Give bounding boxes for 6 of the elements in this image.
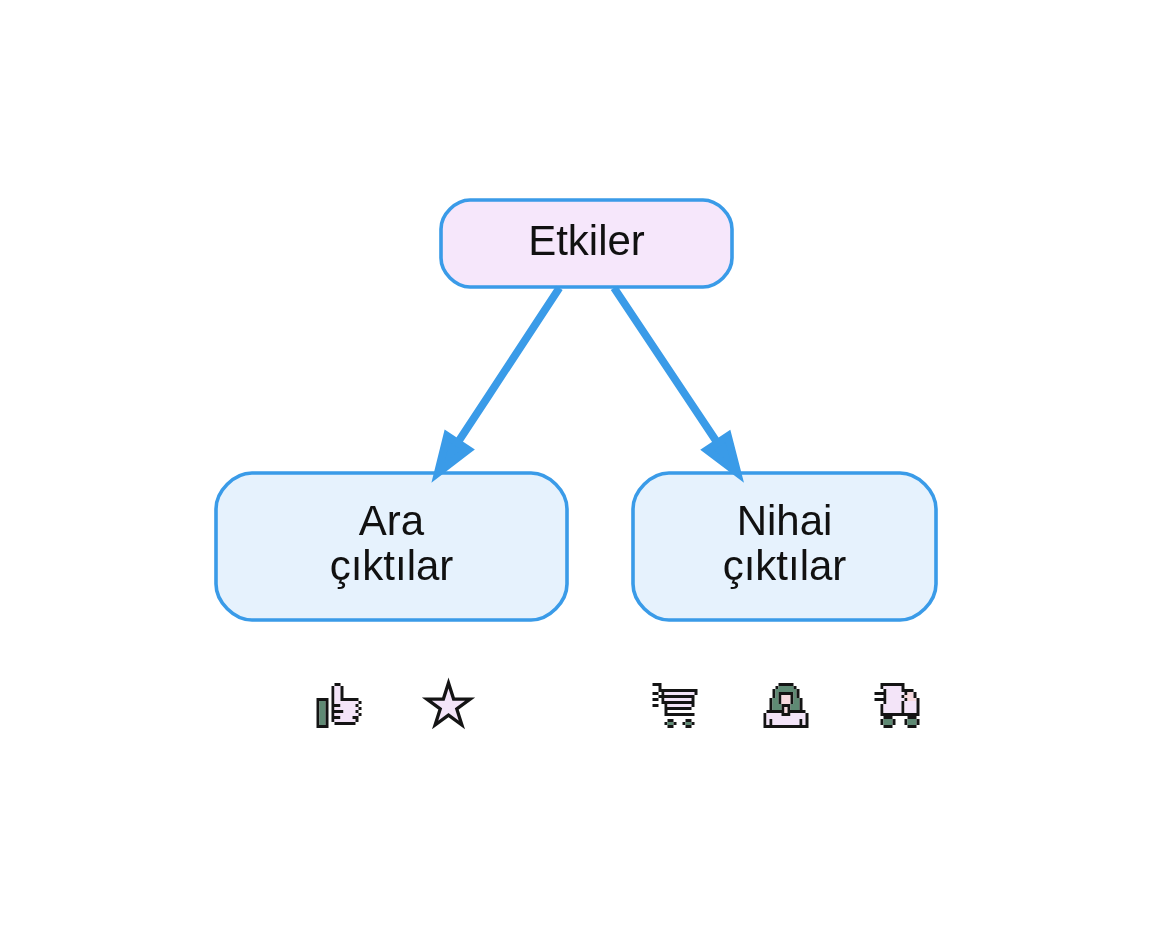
node-box: Nihai çıktılar [631,471,938,622]
node-box: Etkiler [439,198,734,289]
node-star [421,677,476,730]
arrow [610,285,744,483]
arrow [431,285,563,483]
node-box: Ara çıktılar [214,471,569,622]
